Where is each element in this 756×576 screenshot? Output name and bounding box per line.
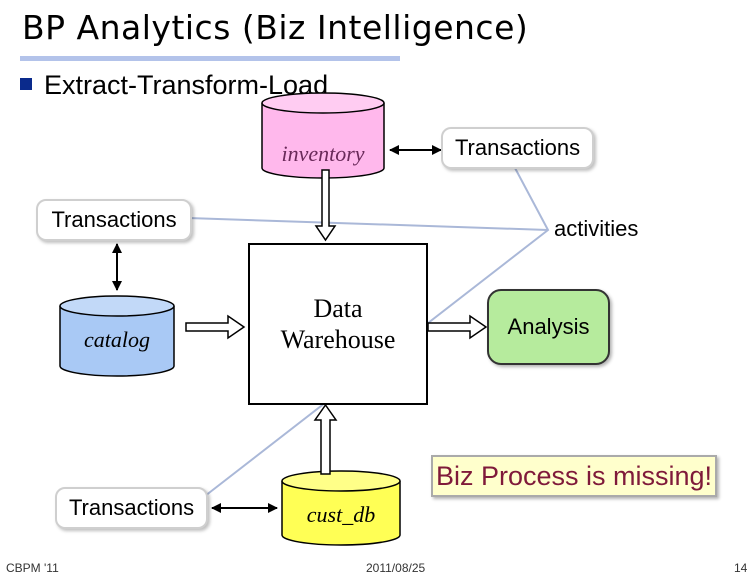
block-arrows <box>185 169 488 475</box>
biz-process-missing-callout: Biz Process is missing! <box>431 455 717 497</box>
catalog-cylinder <box>59 295 175 377</box>
cust-db-cylinder <box>281 470 401 546</box>
catalog-label: catalog <box>84 327 150 352</box>
txn-topright-to-bottom-line <box>204 167 550 497</box>
footer-date: 2011/08/25 <box>366 561 426 575</box>
inventory-cylinder <box>261 92 385 179</box>
title-underline <box>20 56 400 61</box>
data-warehouse-line2: Warehouse <box>280 325 396 354</box>
bullet-marker <box>20 78 32 90</box>
analysis-box: Analysis <box>487 289 610 365</box>
txn-left-to-activities-line <box>187 217 549 231</box>
arrow-inventory-to-dw <box>314 169 337 242</box>
transactions-box-top-right: Transactions <box>441 127 594 169</box>
activities-label: activities <box>554 216 639 241</box>
bullet-etl: Extract-Transform-Load <box>44 70 329 100</box>
transactions-box-left: Transactions <box>36 199 192 241</box>
page-number: 14 <box>734 561 748 575</box>
connector-lines <box>187 167 550 497</box>
arrow-catalog-to-dw <box>185 314 246 340</box>
cust-db-label: cust_db <box>306 502 376 527</box>
transactions-box-bottom: Transactions <box>55 487 208 529</box>
inventory-label: inventory <box>281 141 365 166</box>
arrow-dw-to-analysis <box>427 314 488 340</box>
double-arrows <box>112 145 442 513</box>
data-warehouse-box: Data Warehouse <box>248 243 428 405</box>
footer-left: CBPM '11 <box>6 561 59 575</box>
slide-title: BP Analytics (Biz Intelligence) <box>22 8 529 47</box>
data-warehouse-line1: Data <box>313 294 363 323</box>
arrow-custdb-to-dw <box>313 403 338 475</box>
